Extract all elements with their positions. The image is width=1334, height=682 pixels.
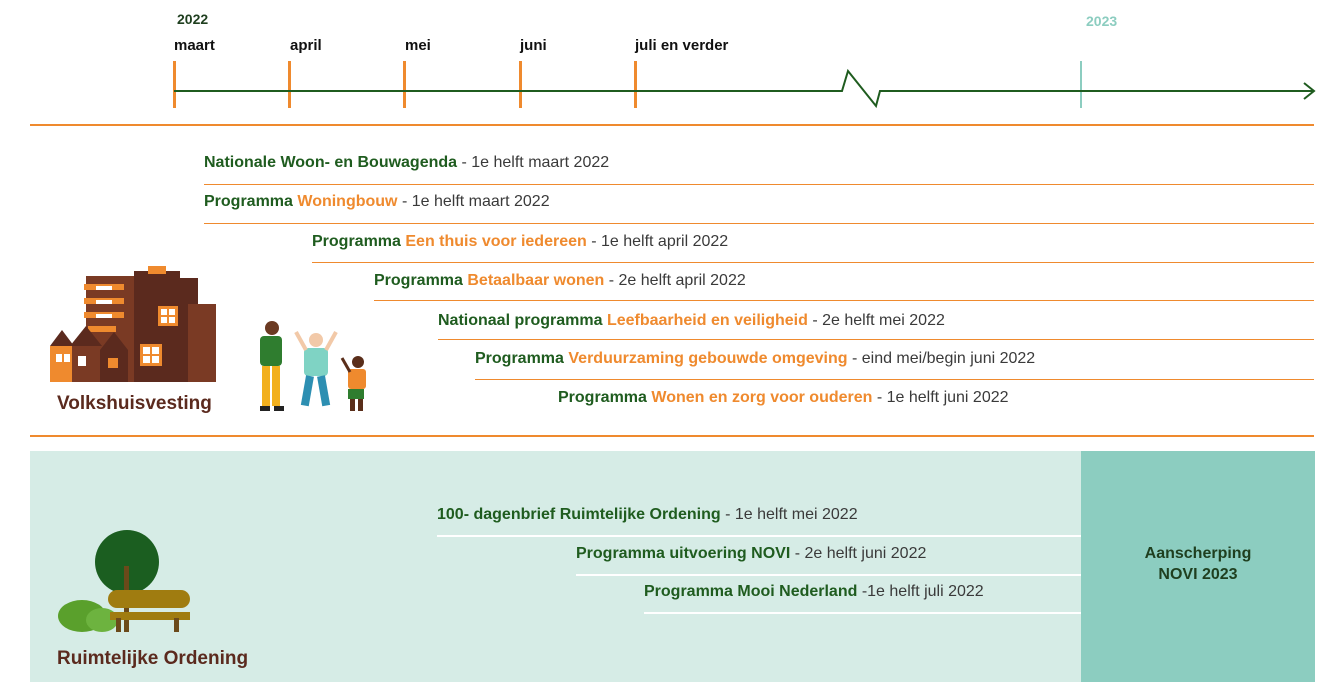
tree-bench-illustration xyxy=(58,530,190,632)
timeline-tick-april xyxy=(288,61,291,108)
vh-row-label: Programma xyxy=(204,193,298,210)
novi-line-1: Aanscherping xyxy=(1144,545,1252,562)
timeline-month-juni: juni xyxy=(520,37,547,54)
timeline-tick-mei xyxy=(403,61,406,108)
buildings-illustration xyxy=(50,266,216,382)
vh-row-underline xyxy=(204,184,1314,185)
timeline-month-maart: maart xyxy=(174,37,215,54)
vh-row-date: - 2e helft mei 2022 xyxy=(807,312,945,329)
ro-row-label: Programma uitvoering NOVI xyxy=(576,545,791,562)
timeline-month-april: april xyxy=(290,37,322,54)
vh-row-underline xyxy=(204,223,1314,224)
ro-row-underline xyxy=(576,574,1081,576)
ro-row-date: - 1e helft mei 2022 xyxy=(720,506,858,523)
vh-row-date: - 1e helft juni 2022 xyxy=(872,389,1009,406)
ro-row-date: -1e helft juli 2022 xyxy=(857,583,984,600)
ro-row-dagenbrief: 100- dagenbrief Ruimtelijke Ordening - 1… xyxy=(437,506,858,524)
timeline-tick-juli xyxy=(634,61,637,108)
timeline-tick-maart xyxy=(173,61,176,108)
novi-2023-panel xyxy=(1081,451,1315,682)
timeline-tick-juni xyxy=(519,61,522,108)
vh-row-highlight: Betaalbaar wonen xyxy=(467,272,605,289)
vh-row-verduurzaming: Programma Verduurzaming gebouwde omgevin… xyxy=(475,350,1035,368)
timeline-year-end: 2023 xyxy=(1086,13,1118,29)
section-title-ruimtelijke-ordening: Ruimtelijke Ordening xyxy=(57,648,249,669)
vh-row-highlight: Wonen en zorg voor ouderen xyxy=(651,389,873,406)
vh-row-highlight: Een thuis voor iedereen xyxy=(405,233,587,250)
vh-row-label: Programma xyxy=(475,350,569,367)
timeline-month-mei: mei xyxy=(405,37,431,54)
vh-row-label: Nationaal programma xyxy=(438,312,607,329)
vh-row-label: Programma xyxy=(312,233,406,250)
ro-row-uitvoering-novi: Programma uitvoering NOVI - 2e helft jun… xyxy=(576,545,926,563)
vh-row-woon-bouwagenda: Nationale Woon- en Bouwagenda - 1e helft… xyxy=(204,154,609,172)
ro-row-underline xyxy=(644,612,1081,614)
ro-row-date: - 2e helft juni 2022 xyxy=(790,545,927,562)
timeline-axis-arrow xyxy=(174,68,1316,109)
vh-row-thuis-iedereen: Programma Een thuis voor iedereen - 1e h… xyxy=(312,233,728,251)
timeline-tick-2023 xyxy=(1080,61,1082,108)
ro-row-label: 100- dagenbrief Ruimtelijke Ordening xyxy=(437,506,721,523)
timeline-year-start: 2022 xyxy=(177,11,209,27)
vh-row-leefbaarheid: Nationaal programma Leefbaarheid en veil… xyxy=(438,312,945,330)
novi-2023-label: Aanscherping NOVI 2023 xyxy=(1081,543,1315,585)
vh-row-underline xyxy=(374,300,1314,301)
ruimtelijke-ordening-panel xyxy=(30,451,1081,682)
vh-row-highlight: Leefbaarheid en veiligheid xyxy=(606,312,808,329)
people-illustration xyxy=(260,321,366,411)
section-divider-top xyxy=(30,124,1314,126)
section-divider-bottom xyxy=(30,435,1314,437)
vh-row-underline xyxy=(475,379,1314,380)
vh-row-woningbouw: Programma Woningbouw - 1e helft maart 20… xyxy=(204,193,550,211)
vh-row-date: - 1e helft maart 2022 xyxy=(457,154,610,171)
vh-row-underline xyxy=(438,339,1314,340)
vh-row-underline xyxy=(312,262,1314,263)
vh-row-date: - 1e helft april 2022 xyxy=(586,233,729,250)
ro-row-underline xyxy=(437,535,1081,537)
vh-row-highlight: Woningbouw xyxy=(297,193,398,210)
novi-line-2: NOVI 2023 xyxy=(1158,566,1238,583)
vh-row-date: - 1e helft maart 2022 xyxy=(397,193,550,210)
vh-row-label: Nationale Woon- en Bouwagenda xyxy=(204,154,458,171)
ro-row-mooi-nederland: Programma Mooi Nederland -1e helft juli … xyxy=(644,583,984,601)
vh-row-date: - eind mei/begin juni 2022 xyxy=(847,350,1036,367)
vh-row-highlight: Verduurzaming gebouwde omgeving xyxy=(568,350,848,367)
vh-row-date: - 2e helft april 2022 xyxy=(604,272,746,289)
timeline-month-juli: juli en verder xyxy=(635,37,729,54)
ro-row-label: Programma Mooi Nederland xyxy=(644,583,858,600)
vh-row-label: Programma xyxy=(558,389,652,406)
vh-row-label: Programma xyxy=(374,272,468,289)
vh-row-betaalbaar-wonen: Programma Betaalbaar wonen - 2e helft ap… xyxy=(374,272,746,290)
vh-row-wonen-zorg: Programma Wonen en zorg voor ouderen - 1… xyxy=(558,389,1009,407)
section-title-volkshuisvesting: Volkshuisvesting xyxy=(57,393,212,414)
